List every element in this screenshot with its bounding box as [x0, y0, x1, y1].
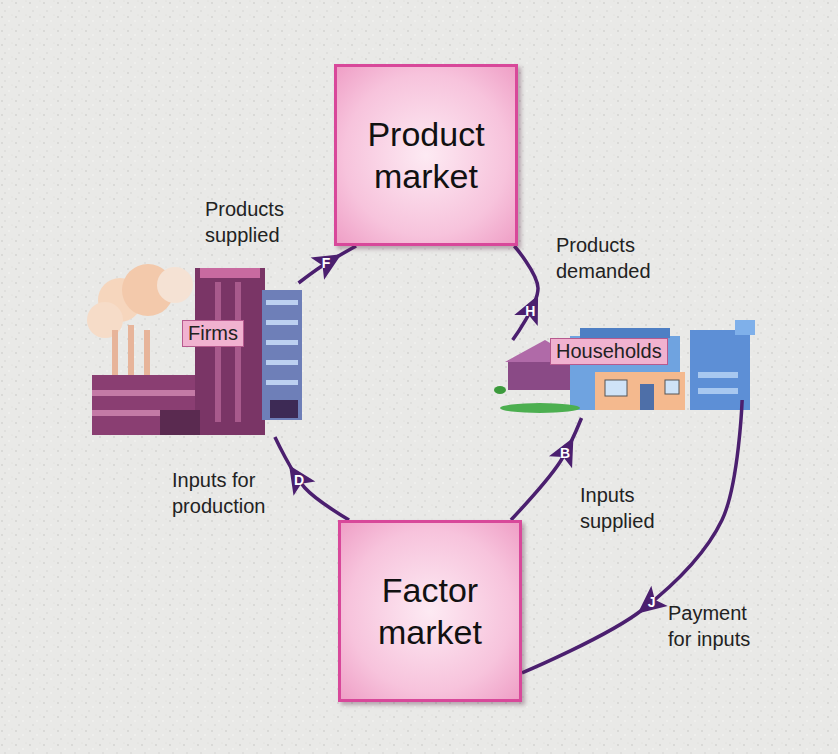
flow-label: Inputs for production	[172, 467, 302, 519]
houses-illustration	[494, 320, 755, 413]
market-title: Product market	[349, 113, 503, 198]
flow-line	[513, 246, 538, 340]
flow-line	[299, 246, 357, 283]
flow-label: Products demanded	[556, 232, 686, 284]
market-box: Product market	[334, 64, 518, 246]
firms-illustration-node: Firms	[90, 262, 305, 437]
flow-arrow	[299, 243, 357, 283]
flow-arrow	[275, 437, 349, 520]
flow-label: Payment for inputs	[668, 600, 773, 652]
node-label: Households	[550, 338, 668, 365]
flow-line	[511, 418, 582, 520]
factory-illustration	[87, 264, 302, 435]
arrowhead	[549, 431, 585, 468]
flow-arrow	[513, 246, 550, 340]
flow-label: Inputs supplied	[580, 482, 690, 534]
arrowhead	[630, 586, 668, 624]
arrow-letter: B	[557, 445, 573, 461]
arrow-letter: J	[644, 594, 660, 610]
arrow-letter: F	[318, 255, 334, 271]
arrowhead	[514, 290, 550, 326]
arrow-letter: D	[291, 472, 307, 488]
households-illustration-node: Households	[505, 318, 760, 418]
arrowhead	[278, 458, 315, 496]
arrowhead	[311, 243, 348, 280]
market-box: Factor market	[338, 520, 522, 702]
flow-line	[275, 437, 349, 520]
arrow-letter: H	[522, 303, 538, 319]
flow-arrow	[511, 418, 585, 520]
market-title: Factor market	[353, 569, 507, 654]
flow-label: Products supplied	[205, 196, 330, 248]
node-label: Firms	[182, 320, 244, 347]
